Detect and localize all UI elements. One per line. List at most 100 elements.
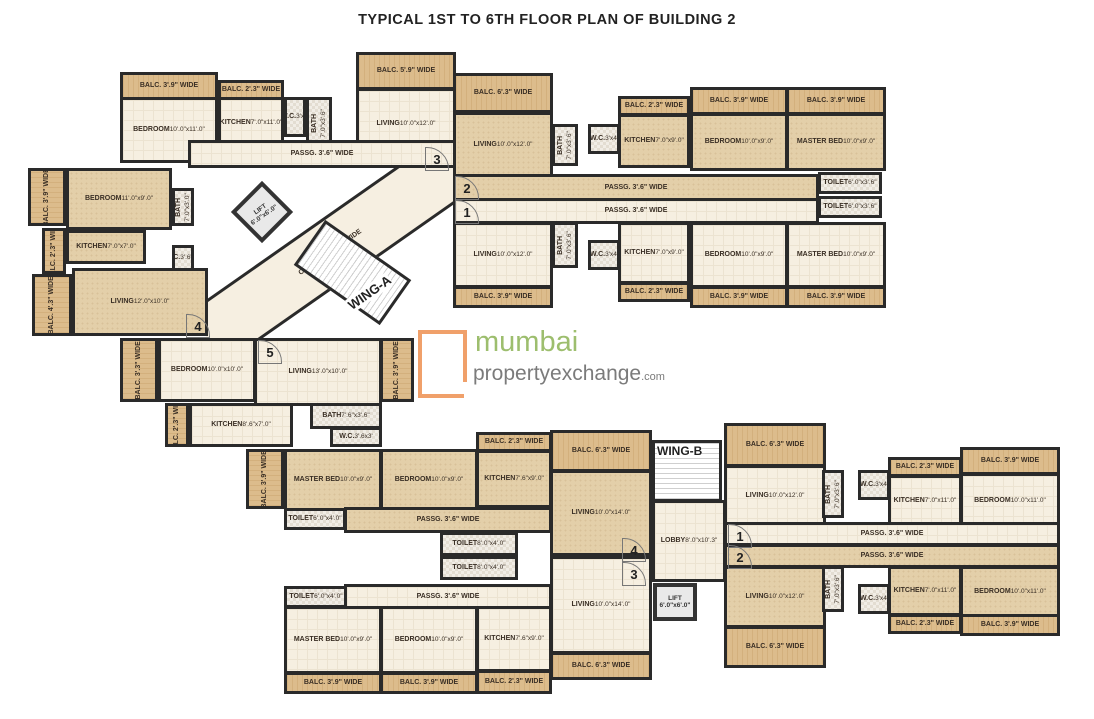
room-name: W.C. bbox=[287, 112, 297, 120]
room-label-group: W.C.3'x4' bbox=[591, 134, 619, 144]
room-a1-kit: KITCHEN7'.0"x9'.0" bbox=[618, 222, 690, 284]
room-b3-balc3: BALC. 2'.3" WIDE bbox=[476, 670, 552, 694]
room-name: BALC. 2'.3" WIDE bbox=[624, 101, 684, 109]
room-dimensions: 10'.0"x14'.0" bbox=[594, 600, 631, 608]
room-name: BALC. 3'.9" WIDE bbox=[42, 168, 50, 226]
room-label-group: BALC. 6'.3" WIDE bbox=[474, 89, 532, 98]
room-dimensions: 8'.0"x4'.0" bbox=[477, 539, 506, 547]
room-a4-balc1: BALC. 3'.9" WIDE bbox=[28, 168, 66, 226]
room-label-group: BALC. 3'.9" WIDE bbox=[981, 457, 1039, 466]
room-name: BATH bbox=[556, 235, 564, 255]
room-b3-balc2: BALC. 3'.9" WIDE bbox=[380, 672, 478, 694]
room-name: W.C. bbox=[339, 432, 355, 440]
room-label-group: LIVING10'.0"x12'.0" bbox=[474, 251, 533, 260]
room-b2-balc2: BALC. 3'.9" WIDE bbox=[960, 614, 1060, 636]
room-name: BALC. 2'.3" WIDE bbox=[624, 287, 684, 295]
room-b2-balc1: BALC. 2'.3" WIDE bbox=[888, 614, 962, 634]
room-dimensions: 7'.0"x3'.6" bbox=[319, 108, 327, 138]
room-label-group: BALC. 2'.3" WIDE bbox=[485, 438, 543, 447]
room-name: BATH bbox=[310, 113, 318, 133]
room-b3-kit: KITCHEN7'.6"x9'.0" bbox=[476, 606, 552, 672]
room-name: PASSG. 3'.6" WIDE bbox=[860, 551, 924, 559]
room-name: BEDROOM bbox=[704, 137, 742, 145]
room-dimensions: 7'.0"x9'.0" bbox=[655, 248, 684, 256]
room-b2-kit: KITCHEN7'.0"x11'.0" bbox=[888, 566, 962, 616]
room-label-group: LIVING13'.0"x10'.0" bbox=[289, 368, 348, 377]
room-label-group: KITCHEN7'.0"x11'.0" bbox=[894, 587, 957, 596]
room-b3-toil2: TOILET8'.0"x4'.0" bbox=[440, 556, 518, 580]
room-label-group: BALC. 5'.9" WIDE bbox=[377, 67, 435, 76]
room-label-group: BALC. 3'.9" WIDE bbox=[42, 168, 52, 226]
room-dimensions: 6'.0"x4'.0" bbox=[314, 592, 343, 600]
room-b4-balc1: BALC. 3'.9" WIDE bbox=[246, 449, 284, 509]
room-dimensions: 3'x4' bbox=[605, 134, 619, 142]
room-dimensions: 7'.6"x3'.6" bbox=[341, 411, 370, 419]
room-dimensions: 11'.0"x9'.0" bbox=[121, 194, 154, 202]
room-label-group: LIVING10'.0"x12'.0" bbox=[746, 593, 805, 602]
room-label-group: PASSG. 3'.6" WIDE bbox=[291, 150, 354, 159]
room-b2-bed: BEDROOM10'.0"x11'.0" bbox=[960, 566, 1060, 618]
room-label-group: LIVING10'.0"x14'.0" bbox=[572, 601, 631, 610]
room-name: TOILET bbox=[288, 514, 314, 522]
room-b-lobby: LOBBY8'.0"x10'.3" bbox=[652, 500, 726, 582]
room-label-group: BEDROOM10'.0"x9'.0" bbox=[705, 138, 774, 147]
room-name: BALC. 3'.9" WIDE bbox=[980, 456, 1040, 464]
room-name: PASSG. 3'.6" WIDE bbox=[604, 206, 668, 214]
room-dimensions: 8'.6"x7'.0" bbox=[242, 420, 271, 428]
lift-dims: 6'.0"x6'.0" bbox=[659, 602, 691, 609]
room-name: BALC. 3'.9" WIDE bbox=[709, 292, 769, 300]
room-label-group: KITCHEN8'.6"x7'.0" bbox=[211, 421, 271, 430]
room-name: BATH bbox=[322, 411, 342, 419]
room-b1-balc1: BALC. 6'.3" WIDE bbox=[724, 423, 826, 467]
room-label-group: KITCHEN7'.0"x9'.0" bbox=[624, 249, 684, 258]
room-name: BATH bbox=[824, 579, 832, 599]
room-b2-wc: W.C.3'x4' bbox=[858, 584, 890, 614]
room-b3-bed: BEDROOM10'.0"x9'.0" bbox=[380, 606, 478, 674]
room-name: BEDROOM bbox=[84, 194, 122, 202]
room-b4-toil2: TOILET8'.0"x4'.0" bbox=[440, 532, 518, 556]
room-name: MASTER BED bbox=[293, 635, 341, 643]
room-a5-balc3: BALC. 2'.3" WIDE bbox=[165, 403, 189, 447]
room-b1-kit: KITCHEN7'.0"x11'.0" bbox=[888, 475, 962, 527]
room-dimensions: 10'.0"x10'.0" bbox=[207, 365, 244, 373]
room-label-group: BALC. 3'.9" WIDE bbox=[304, 679, 362, 688]
room-label-group: BALC. 3'.9" WIDE bbox=[474, 293, 532, 302]
room-label-group: MASTER BED10'.0"x9'.0" bbox=[797, 251, 875, 260]
room-name: MASTER BED bbox=[796, 137, 844, 145]
room-dimensions: 10'.0"x9'.0" bbox=[340, 635, 373, 643]
room-dimensions: 7'.0"x9'.0" bbox=[655, 136, 684, 144]
room-label-group: BALC. 2'.3" WIDE bbox=[625, 288, 683, 297]
room-b4-kit: KITCHEN7'.6"x9'.0" bbox=[476, 450, 552, 508]
room-name: LIVING bbox=[571, 600, 595, 608]
room-a4-liv: LIVING12'.0"x10'.0" bbox=[72, 268, 208, 336]
wing-b-lift: LIFT 6'.0"x6'.0" bbox=[653, 583, 697, 621]
room-a2-mbed: MASTER BED10'.0"x9'.0" bbox=[786, 113, 886, 171]
room-label-group: TOILET8'.0"x4'.0" bbox=[452, 564, 505, 573]
room-label-group: BALC. 3'.9" WIDE bbox=[393, 341, 402, 399]
room-dimensions: 6'.0"x4'.0" bbox=[313, 514, 342, 522]
room-a1-balc1: BALC. 3'.9" WIDE bbox=[453, 286, 553, 308]
room-a2-bed: BEDROOM10'.0"x9'.0" bbox=[690, 113, 788, 171]
room-dimensions: 7'.0"x3'.0" bbox=[183, 192, 191, 222]
room-name: W.C. bbox=[589, 250, 606, 258]
room-b1-wc: W.C.3'x4' bbox=[858, 470, 890, 500]
watermark-logo: mumbai propertyexchange.com bbox=[415, 326, 685, 398]
room-dimensions: 10'.0"x9'.0" bbox=[431, 475, 464, 483]
room-dimensions: 10'.0"x9'.0" bbox=[843, 137, 876, 145]
room-dimensions: 10'.0"x11'.0" bbox=[169, 125, 205, 133]
room-dimensions: 10'.0"x11'.0" bbox=[1010, 587, 1046, 595]
room-label-group: W.C.3'.6x3' bbox=[339, 433, 373, 442]
room-name: BALC. 3'.9" WIDE bbox=[709, 96, 769, 104]
room-label-group: BALC. 2'.3" WIDE bbox=[50, 231, 59, 271]
room-dimensions: 7'.0"x11'.0" bbox=[250, 118, 283, 126]
room-a5-wc: W.C.3'.6x3' bbox=[330, 427, 382, 447]
room-a1-bed: BEDROOM10'.0"x9'.0" bbox=[690, 222, 788, 288]
room-name: PASSG. 3'.6" WIDE bbox=[860, 529, 924, 537]
room-name: BALC. 3'.9" WIDE bbox=[806, 96, 866, 104]
room-name: KITCHEN bbox=[893, 496, 925, 504]
